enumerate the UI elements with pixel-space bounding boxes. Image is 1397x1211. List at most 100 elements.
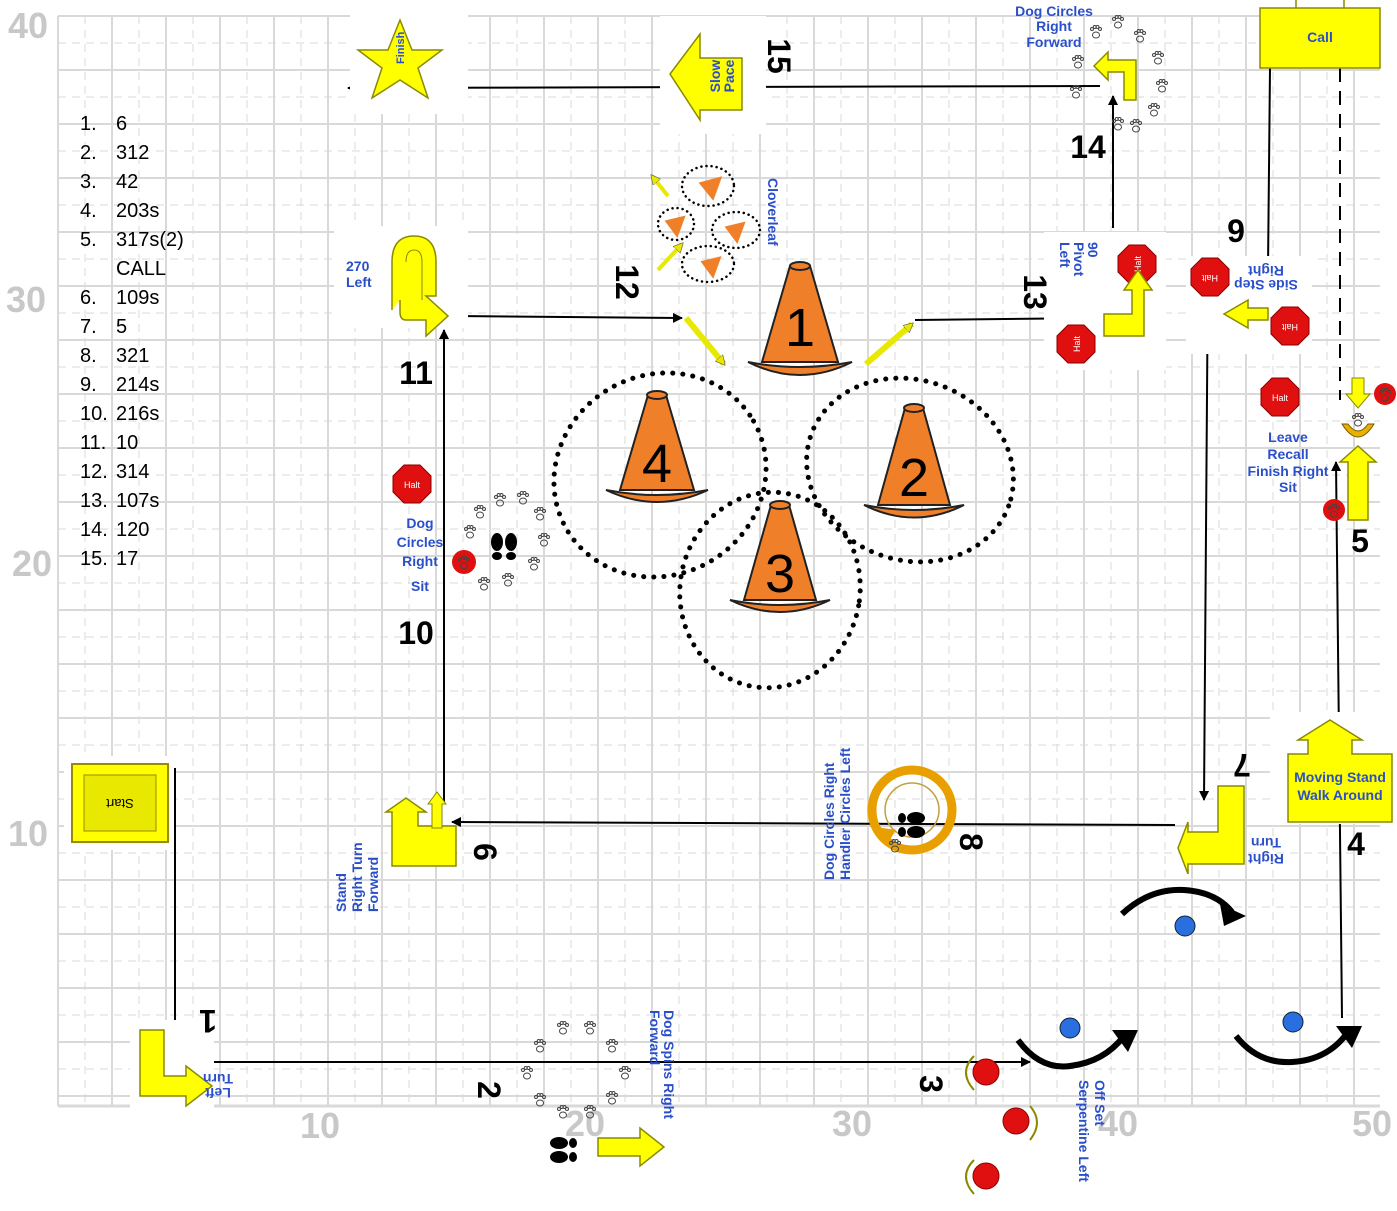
step-number: 3 bbox=[913, 1075, 949, 1093]
legend-item-number: 5. bbox=[80, 226, 116, 255]
sign-text: Forward bbox=[1026, 34, 1081, 50]
x-axis-label: 30 bbox=[832, 1103, 872, 1144]
legend-item: 3.42 bbox=[80, 168, 240, 197]
sign-text: Right Turn bbox=[349, 842, 365, 912]
sign-text: Leave bbox=[1268, 429, 1308, 445]
sign-text: Recall bbox=[1267, 446, 1308, 462]
legend-item-value: 109s bbox=[116, 287, 159, 309]
cone-number: 2 bbox=[899, 448, 929, 508]
start-label: Start bbox=[106, 796, 134, 811]
legend-item-value: 214s bbox=[116, 374, 159, 396]
legend-item: 4.203s bbox=[80, 197, 240, 226]
sign-stand-right-turn: Stand Right Turn Forward bbox=[333, 792, 456, 912]
step-number: 10 bbox=[398, 615, 434, 651]
legend-item-number: 10. bbox=[80, 400, 116, 429]
sign-text: Handler Circles Left bbox=[837, 747, 853, 880]
x-axis-label: 50 bbox=[1352, 1103, 1392, 1144]
sign-side-step-right: Halt Halt Side Step Right bbox=[1186, 256, 1312, 354]
sign-text: Finish Right bbox=[1248, 463, 1329, 479]
sign-text: Circles bbox=[397, 534, 444, 550]
legend-item-value: 5 bbox=[116, 316, 127, 338]
step-number: 13 bbox=[1017, 274, 1053, 310]
legend-item: 14.120 bbox=[80, 516, 240, 545]
legend-item-value: 312 bbox=[116, 142, 149, 164]
sign-90-pivot-left: Halt Halt 90 Pivot Left bbox=[1044, 232, 1166, 370]
legend-item-number: 14. bbox=[80, 516, 116, 545]
sign-call: Call bbox=[1260, 0, 1380, 68]
legend-item-value: 317s(2) bbox=[116, 229, 184, 251]
legend-item-number: 15. bbox=[80, 545, 116, 574]
serpentine-posts bbox=[1018, 890, 1362, 1067]
sign-text: Turn bbox=[1251, 835, 1281, 851]
step-number: 15 bbox=[761, 38, 797, 74]
legend-item: 15.17 bbox=[80, 545, 240, 574]
sign-text: Right bbox=[402, 553, 438, 569]
sign-text: Dog bbox=[406, 515, 433, 531]
step-number: 11 bbox=[399, 355, 433, 391]
sign-text: Right bbox=[1036, 18, 1072, 34]
sign-text: Sit bbox=[411, 578, 429, 594]
step-number: 7 bbox=[1233, 747, 1251, 783]
legend-item: 5.317s(2) bbox=[80, 226, 240, 255]
sign-text: Turn bbox=[203, 1071, 233, 1087]
sign-text: Right bbox=[1248, 263, 1284, 279]
legend-item-number: 3. bbox=[80, 168, 116, 197]
start-sign: Start bbox=[64, 756, 174, 850]
legend-item: 13.107s bbox=[80, 487, 240, 516]
sign-cloverleaf: Cloverleaf bbox=[658, 166, 781, 282]
legend-item: CALL bbox=[80, 255, 240, 284]
sign-text: Off Set bbox=[1092, 1080, 1108, 1126]
sign-text: Left bbox=[1057, 242, 1073, 268]
sign-text: Cloverleaf bbox=[765, 178, 781, 246]
sign-text: Walk Around bbox=[1297, 787, 1382, 803]
legend-item: 8.321 bbox=[80, 342, 240, 371]
legend-item-value: 107s bbox=[116, 490, 159, 512]
y-axis-label: 40 bbox=[8, 5, 48, 46]
legend-item-number: 4. bbox=[80, 197, 116, 226]
y-axis-label: 20 bbox=[12, 543, 52, 584]
sign-dog-circles-handler: Dog Circles Right Handler Circles Left bbox=[821, 747, 952, 880]
legend-item: 7.5 bbox=[80, 313, 240, 342]
x-axis-label: 10 bbox=[300, 1105, 340, 1146]
legend-item-value: 6 bbox=[116, 113, 127, 135]
halt-label: Halt bbox=[404, 480, 421, 490]
halt-label: Halt bbox=[1202, 273, 1219, 283]
legend-item: 1.6 bbox=[80, 110, 240, 139]
legend-item-value: CALL bbox=[116, 258, 166, 280]
legend-item-value: 10 bbox=[116, 432, 138, 454]
finish-sign: Finish bbox=[350, 14, 468, 114]
legend-item: 11.10 bbox=[80, 429, 240, 458]
step-number: 8 bbox=[953, 833, 989, 851]
step-number: 1 bbox=[199, 1003, 217, 1039]
legend-item: 10.216s bbox=[80, 400, 240, 429]
sign-text: Dog Circles bbox=[1015, 3, 1093, 19]
call-label: Call bbox=[1307, 29, 1333, 45]
legend-item-number: 7. bbox=[80, 313, 116, 342]
sign-offset-serpentine: Off Set Serpentine Left bbox=[966, 1056, 1108, 1194]
step-number: 9 bbox=[1227, 213, 1245, 249]
legend-item-value: 120 bbox=[116, 519, 149, 541]
sign-moving-stand: Moving Stand Walk Around bbox=[1270, 712, 1394, 824]
cone-1: 1 bbox=[748, 262, 852, 375]
legend-item-value: 314 bbox=[116, 461, 149, 483]
sign-slow-pace: Slow Pace bbox=[660, 16, 766, 134]
cone-number: 1 bbox=[785, 298, 815, 358]
legend-item-number: 8. bbox=[80, 342, 116, 371]
cone-number: 4 bbox=[642, 434, 672, 494]
sign-text: Pace bbox=[721, 59, 737, 92]
step-number: 14 bbox=[1070, 129, 1106, 165]
sign-text: Forward bbox=[647, 1010, 663, 1065]
legend-item-number: 2. bbox=[80, 139, 116, 168]
sign-text: Forward bbox=[365, 857, 381, 912]
legend-item: 2.312 bbox=[80, 139, 240, 168]
sign-text: 270 bbox=[346, 258, 370, 274]
legend-item-value: 321 bbox=[116, 345, 149, 367]
halt-label: Halt bbox=[1072, 336, 1082, 353]
sign-text: Stand bbox=[333, 873, 349, 912]
step-number: 6 bbox=[467, 843, 503, 861]
legend-item-value: 17 bbox=[116, 548, 138, 570]
sign-270-left: 270 Left bbox=[334, 226, 468, 336]
legend-item: 9.214s bbox=[80, 371, 240, 400]
halt-label: Halt bbox=[1272, 393, 1289, 403]
